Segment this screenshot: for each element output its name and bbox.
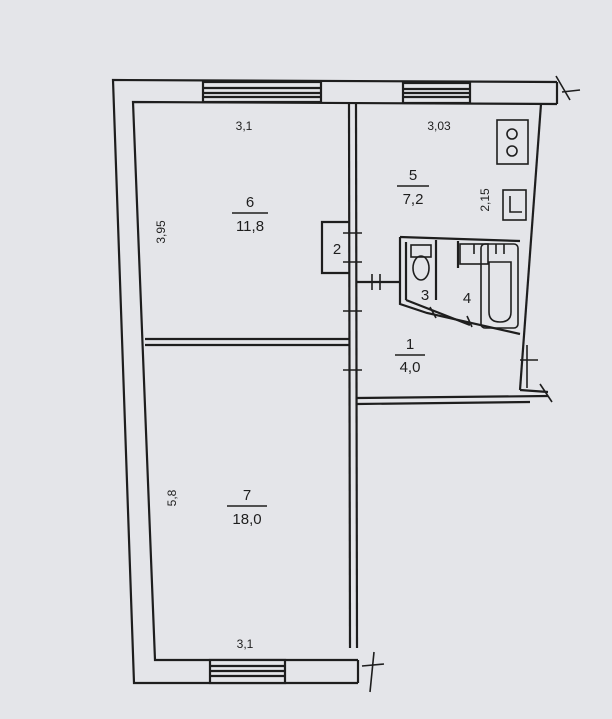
room-7-width-dimension: 3,1 <box>237 637 254 651</box>
stove-icon <box>496 119 529 165</box>
room-7-area: 18,0 <box>232 511 261 528</box>
window-top-left <box>201 80 323 104</box>
room-6-width-dimension: 3,1 <box>236 119 253 133</box>
room-4-number: 4 <box>463 290 471 307</box>
bathtub-icon <box>480 243 519 329</box>
break-marks <box>361 75 581 693</box>
room-5-number: 5 <box>409 167 417 184</box>
room-5-height-dimension: 2,15 <box>478 188 492 212</box>
room-1-number: 1 <box>406 336 414 353</box>
window-bottom <box>208 658 287 685</box>
room-3-number: 3 <box>421 287 429 304</box>
room-6-area: 11,8 <box>236 218 264 235</box>
room-5-width-dimension: 3,03 <box>427 119 451 133</box>
kitchen-sink-icon <box>502 189 527 221</box>
room-6-number: 6 <box>246 194 254 211</box>
toilet-icon <box>410 244 432 281</box>
room-6-height-dimension: 3,95 <box>154 220 168 244</box>
room-1-area: 4,0 <box>400 359 421 376</box>
door-marks <box>343 232 538 388</box>
window-top-right <box>401 81 472 105</box>
room-7-number: 7 <box>243 487 251 504</box>
room-5-area: 7,2 <box>403 191 424 208</box>
room-2-number: 2 <box>333 241 341 258</box>
room-7-height-dimension: 5,8 <box>165 489 179 506</box>
interior-walls <box>145 103 549 649</box>
washbasin-icon <box>459 243 489 265</box>
